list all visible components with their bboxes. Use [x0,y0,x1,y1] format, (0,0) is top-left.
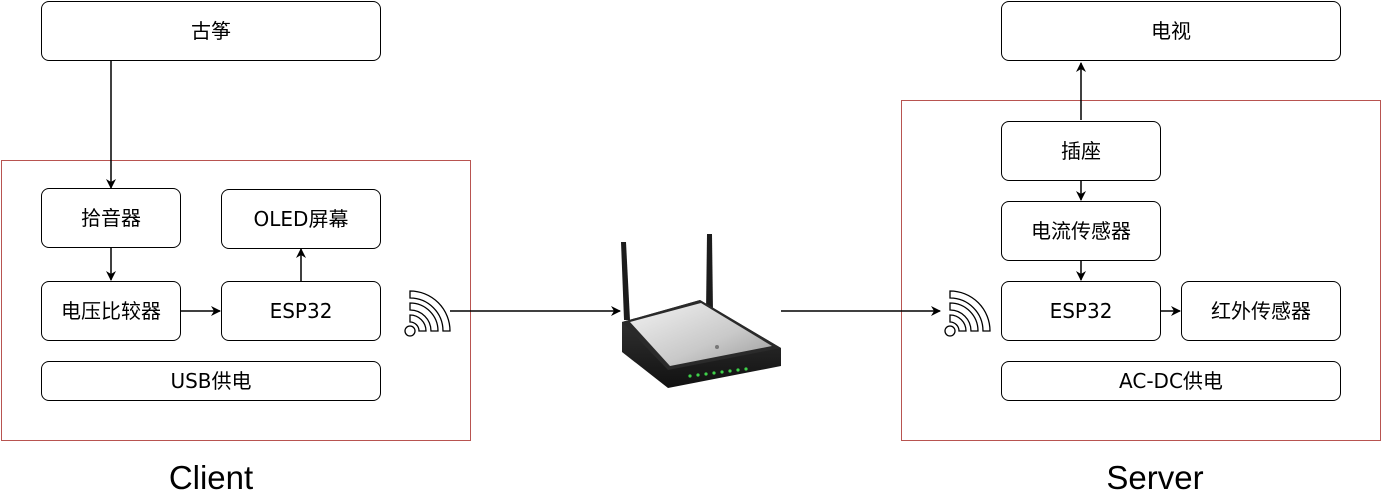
server-caption: Server [1106,459,1204,496]
usb-power-box: USB供电 [41,361,381,401]
current-sensor-box: 电流传感器 [1001,201,1161,261]
oled-screen-box: OLED屏幕 [221,189,381,249]
client-esp32-box: ESP32 [221,281,381,341]
client-caption: Client [168,459,254,496]
client-group-frame [1,160,471,441]
tv-box: 电视 [1001,1,1341,61]
socket-box: 插座 [1001,121,1161,181]
voltage-comparator-box: 电压比较器 [41,281,181,341]
ir-sensor-box: 红外传感器 [1181,281,1341,341]
ac-dc-power-box: AC-DC供电 [1001,361,1341,401]
server-group-frame [901,100,1381,441]
pickup-box: 拾音器 [41,188,181,248]
router-icon [621,234,781,388]
wifi-icon [404,290,451,337]
wifi-icon [944,290,991,337]
server-esp32-box: ESP32 [1001,281,1161,341]
guzheng-box: 古筝 [41,1,381,61]
